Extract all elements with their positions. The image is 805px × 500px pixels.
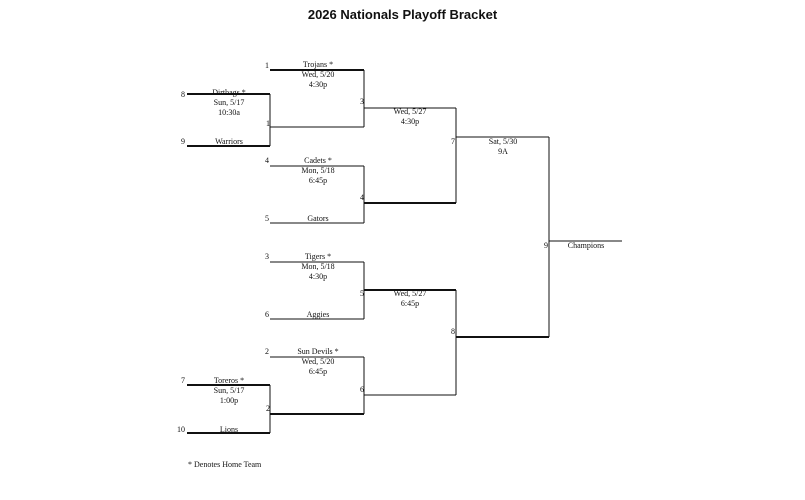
seed: 9 xyxy=(181,137,185,146)
game-date: Wed, 5/20 xyxy=(302,357,335,366)
game-5: 3 Tigers * Mon, 5/18 4:30p 6 Aggies xyxy=(265,252,365,320)
game-time: 1:00p xyxy=(220,396,238,405)
seed: 2 xyxy=(265,347,269,356)
team-name: Cadets * xyxy=(304,156,332,165)
game-time: 6:45p xyxy=(309,367,327,376)
game-time: 9A xyxy=(498,147,508,156)
game-time: 4:30p xyxy=(309,80,327,89)
game-7: 3 Wed, 5/27 4:30p 4 xyxy=(360,97,457,204)
winner-seed: 5 xyxy=(360,289,364,298)
winner-seed: 9 xyxy=(544,241,548,250)
team-name: Dirtbags * xyxy=(212,88,246,97)
game-4: 4 Cadets * Mon, 5/18 6:45p 5 Gators xyxy=(265,156,365,224)
game-3: 1 Trojans * Wed, 5/20 4:30p 1 xyxy=(265,60,365,128)
winner-seed: 7 xyxy=(451,137,455,146)
home-team-footnote: * Denotes Home Team xyxy=(188,460,262,469)
seed: 7 xyxy=(181,376,185,385)
game-date: Wed, 5/27 xyxy=(394,107,427,116)
game-date: Wed, 5/20 xyxy=(302,70,335,79)
seed: 3 xyxy=(265,252,269,261)
team-name: Trojans * xyxy=(303,60,333,69)
game-6: 2 Sun Devils * Wed, 5/20 6:45p 2 xyxy=(265,347,365,415)
game-time: 6:45p xyxy=(309,176,327,185)
game-2: 7 Toreros * Sun, 5/17 1:00p 10 Lions xyxy=(177,376,271,434)
seed: 10 xyxy=(177,425,185,434)
champion-label: Champions xyxy=(568,241,604,250)
team-name: Toreros * xyxy=(214,376,244,385)
winner-seed: 1 xyxy=(266,119,270,128)
game-date: Mon, 5/18 xyxy=(301,262,334,271)
winner-seed: 6 xyxy=(360,385,364,394)
seed: 8 xyxy=(181,90,185,99)
game-date: Sat, 5/30 xyxy=(489,137,517,146)
game-1: 8 Dirtbags * Sun, 5/17 10:30a 9 Warriors xyxy=(181,88,271,147)
team-name: Lions xyxy=(220,425,238,434)
game-time: 4:30p xyxy=(401,117,419,126)
game-date: Sun, 5/17 xyxy=(214,98,245,107)
team-name: Gators xyxy=(307,214,328,223)
game-date: Mon, 5/18 xyxy=(301,166,334,175)
seed: 5 xyxy=(265,214,269,223)
game-date: Wed, 5/27 xyxy=(394,289,427,298)
game-date: Sun, 5/17 xyxy=(214,386,245,395)
bracket-title: 2026 Nationals Playoff Bracket xyxy=(307,7,498,22)
game-time: 4:30p xyxy=(309,272,327,281)
game-9: 7 Sat, 5/30 9A 8 xyxy=(451,136,550,338)
winner-seed: 4 xyxy=(360,193,364,202)
team-name: Sun Devils * xyxy=(297,347,338,356)
winner-seed: 2 xyxy=(266,404,270,413)
winner-seed: 3 xyxy=(360,97,364,106)
team-name: Aggies xyxy=(307,310,330,319)
game-time: 10:30a xyxy=(218,108,240,117)
seed: 4 xyxy=(265,156,269,165)
team-name: Warriors xyxy=(215,137,243,146)
winner-seed: 8 xyxy=(451,327,455,336)
game-8: 5 Wed, 5/27 6:45p 6 xyxy=(360,289,457,396)
game-time: 6:45p xyxy=(401,299,419,308)
team-name: Tigers * xyxy=(305,252,331,261)
champion: 9 Champions xyxy=(544,240,622,250)
seed: 6 xyxy=(265,310,269,319)
seed: 1 xyxy=(265,61,269,70)
